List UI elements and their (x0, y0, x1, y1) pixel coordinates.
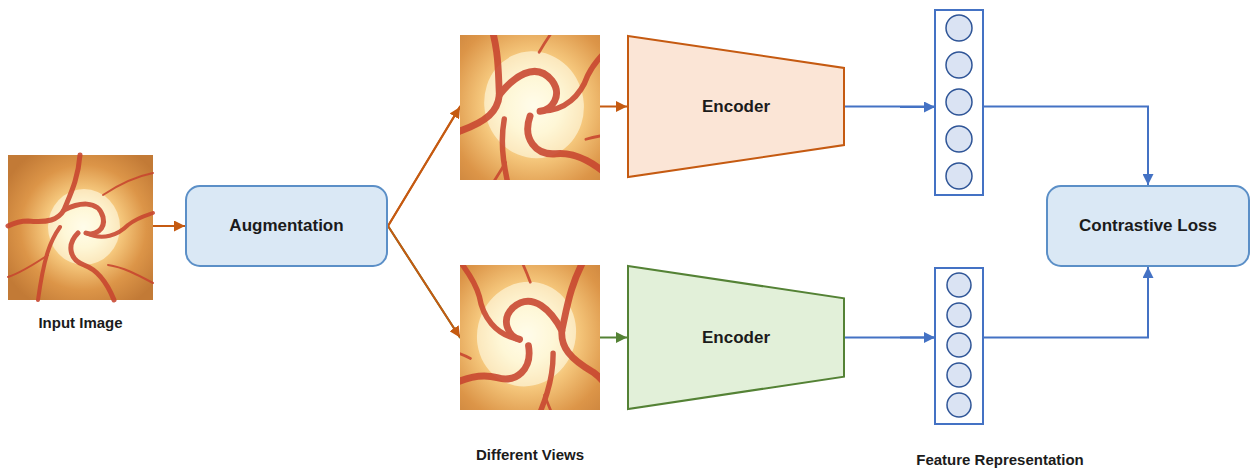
box-outline (186, 186, 387, 266)
feature-arrow (900, 337, 935, 339)
augmentation-arrow (388, 107, 460, 226)
vector-cell (947, 273, 971, 297)
flow-arrow (153, 225, 185, 227)
vector-frame (935, 268, 983, 424)
vector-cell (946, 163, 972, 189)
node-label: Encoder (702, 97, 770, 117)
process-box: Augmentation (185, 185, 388, 267)
section-label: Different Views (476, 446, 584, 464)
encoder-trapezoid: Encoder (627, 265, 845, 410)
view-image (398, 0, 662, 244)
vector-cell (946, 15, 972, 41)
feature-arrow (900, 106, 935, 108)
trapezoid-outline (628, 36, 844, 177)
view-image (394, 196, 667, 474)
section-label: Feature Representation (916, 451, 1084, 469)
flow-arrow (845, 107, 1148, 186)
vector-cell (947, 393, 971, 417)
view-image-content (394, 196, 667, 474)
input-image (8, 155, 153, 300)
process-box: Contrastive Loss (1046, 185, 1250, 267)
flow-arrow (845, 267, 1148, 338)
vector-cell (946, 89, 972, 115)
node-label: Augmentation (229, 216, 343, 236)
node-label: Encoder (702, 328, 770, 348)
augmentation-arrow (388, 226, 460, 338)
trapezoid-outline (628, 266, 844, 409)
vector-cell (946, 52, 972, 78)
vector-frame (935, 10, 983, 195)
view-image-content (398, 0, 662, 244)
vector-cell (947, 363, 971, 387)
vector-cell (947, 303, 971, 327)
vector-cell (946, 126, 972, 152)
vector-cell (947, 333, 971, 357)
image-node: Input Image (8, 155, 153, 335)
feature-vector (935, 268, 983, 424)
node-label: Contrastive Loss (1079, 216, 1217, 236)
image-caption: Input Image (38, 314, 122, 331)
feature-vector (935, 10, 983, 195)
encoder-trapezoid: Encoder (627, 35, 845, 178)
box-outline (1047, 186, 1249, 266)
